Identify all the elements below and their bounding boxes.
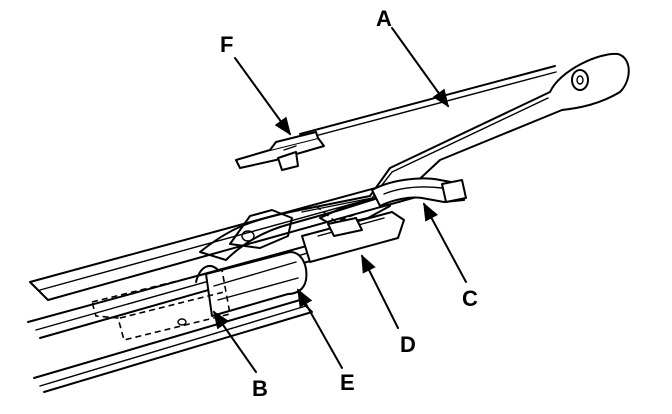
slider-d — [301, 211, 405, 263]
clip-f — [235, 131, 325, 171]
arrow-f — [234, 57, 292, 136]
label-d: D — [400, 332, 416, 357]
arrow-a — [391, 27, 450, 108]
label-b: B — [252, 376, 268, 401]
retainer-c — [371, 177, 467, 207]
sleeve-e — [205, 251, 308, 317]
insert-b — [91, 265, 231, 341]
arrow-b — [212, 310, 257, 373]
label-a: A — [376, 6, 392, 31]
arrow-e — [297, 288, 343, 369]
arrow-c — [423, 202, 467, 283]
label-f: F — [220, 32, 233, 57]
label-c: C — [462, 286, 478, 311]
leader-arrows — [212, 27, 467, 373]
arrow-d — [361, 254, 399, 329]
label-e: E — [340, 370, 355, 395]
